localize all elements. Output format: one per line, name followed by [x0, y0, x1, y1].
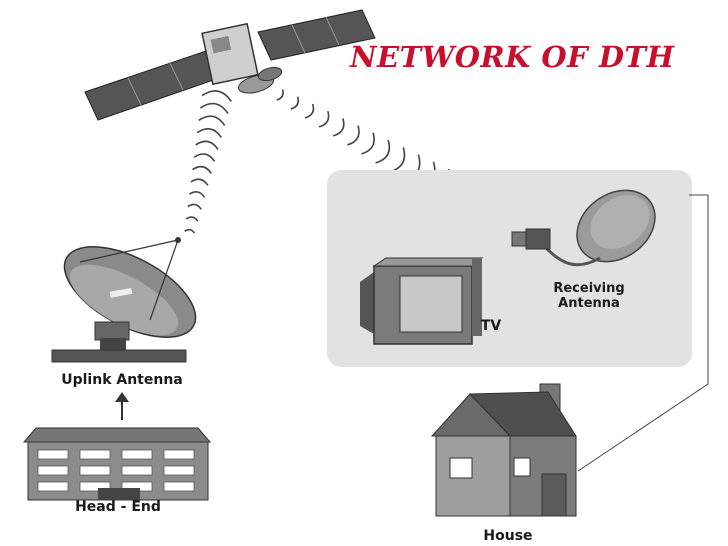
- wave-arc: [184, 228, 196, 234]
- wave-arc: [201, 90, 233, 103]
- wave-arc: [185, 216, 199, 222]
- satellite-icon: [84, 9, 376, 121]
- receiving-dish-icon: [511, 189, 656, 267]
- building-window: [163, 449, 195, 460]
- wave-arc: [195, 140, 219, 150]
- receiving-antenna-label-line2: Antenna: [558, 296, 620, 311]
- wave-arc: [193, 153, 216, 162]
- wave-arc: [188, 191, 206, 198]
- building-window: [121, 465, 153, 476]
- connector-line: [577, 194, 709, 472]
- building-window: [37, 481, 69, 492]
- wave-arc: [187, 203, 202, 210]
- building-window: [163, 481, 195, 492]
- building-window: [79, 449, 111, 460]
- building-window: [163, 465, 195, 476]
- head-end-building-icon: [22, 427, 212, 501]
- uplink-dish-icon: [51, 237, 197, 363]
- house-icon: [430, 383, 577, 517]
- wave-arc: [290, 96, 300, 110]
- tv-label: TV: [481, 318, 502, 334]
- wave-arc: [361, 132, 375, 155]
- building-window: [37, 465, 69, 476]
- wave-arc: [198, 115, 226, 126]
- building-window: [37, 449, 69, 460]
- wave-arc: [190, 178, 209, 186]
- wave-arc: [199, 102, 229, 115]
- wave-arc: [318, 110, 330, 128]
- building-window: [121, 449, 153, 460]
- building-window: [79, 481, 111, 492]
- receiving-antenna-label-line1: Receiving: [553, 281, 624, 296]
- wave-arc: [276, 89, 284, 101]
- diagram-title: NETWORK OF DTH: [350, 40, 675, 74]
- up-arrow-icon: [115, 392, 129, 420]
- wave-arc: [332, 118, 345, 137]
- wave-arc: [192, 165, 212, 174]
- wave-arc: [375, 139, 391, 164]
- uplink-signal-waves: [184, 90, 233, 234]
- head-end-label: Head - End: [75, 499, 161, 515]
- uplink-antenna-label: Uplink Antenna: [61, 372, 183, 388]
- building-window: [79, 465, 111, 476]
- wave-arc: [196, 128, 222, 138]
- wave-arc: [347, 125, 360, 146]
- wave-arc: [304, 103, 315, 119]
- tv-icon: [360, 257, 484, 345]
- house-label: House: [483, 528, 532, 544]
